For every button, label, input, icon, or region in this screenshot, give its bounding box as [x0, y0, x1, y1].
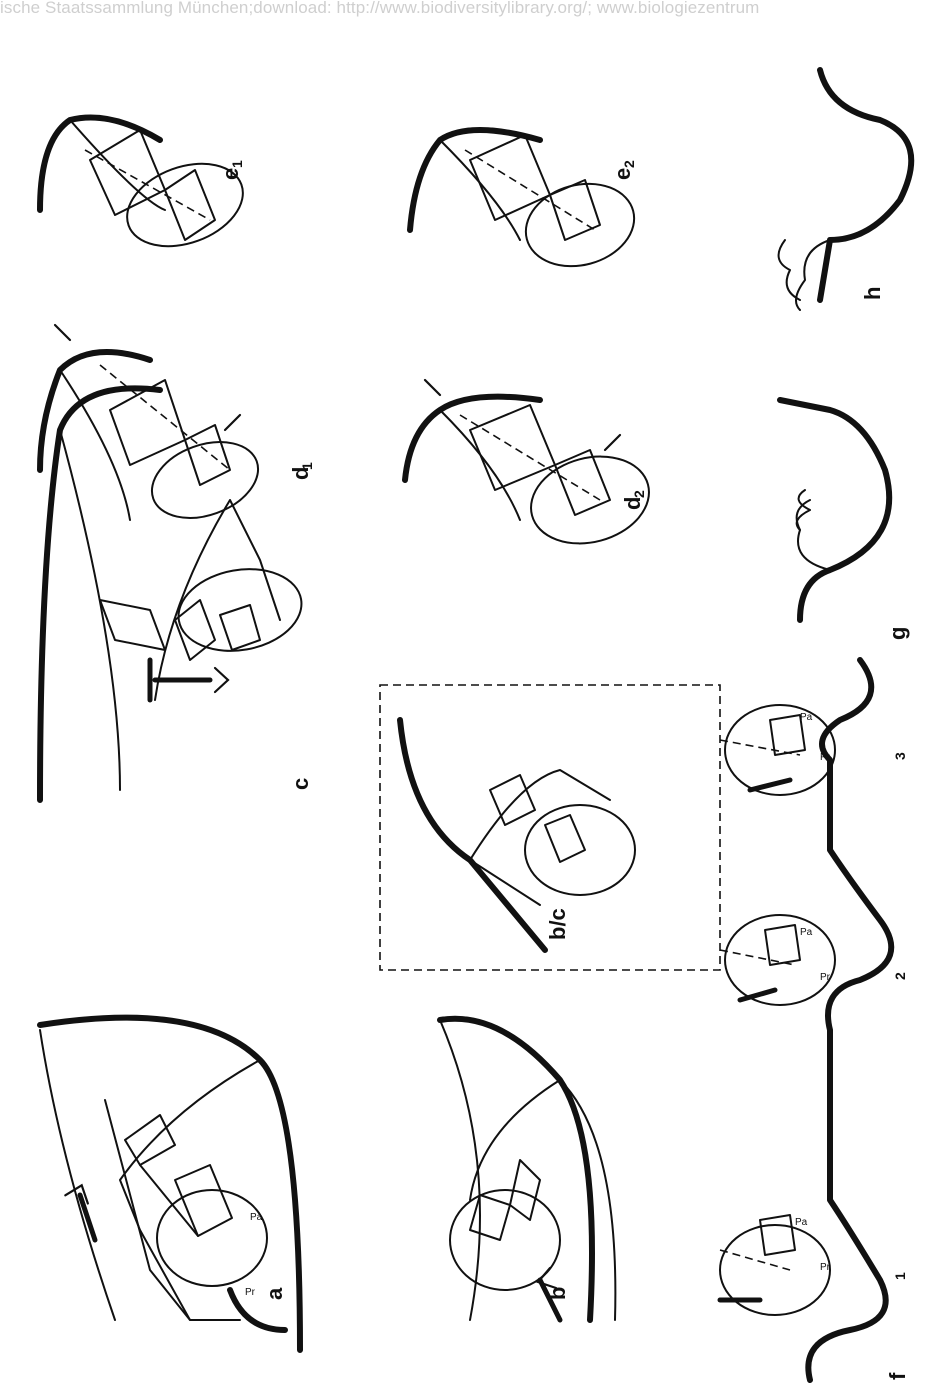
figure-e1: e 1	[40, 118, 254, 262]
label-g: g	[885, 627, 910, 640]
label-bc: b/c	[545, 908, 570, 940]
label-h: h	[860, 287, 885, 300]
label-e2-sub: 2	[621, 160, 637, 168]
label-f-3: 3	[892, 752, 908, 760]
figure-f: Pr Pa Pr Pa Pr Pa 1 2 3 f	[720, 660, 910, 1380]
label-f: f	[885, 1372, 910, 1380]
figure-c: c	[40, 388, 313, 800]
pr-label-a: Pr	[245, 1287, 256, 1298]
label-f-2: 2	[892, 972, 908, 980]
label-e1-sub: 1	[229, 160, 245, 168]
figure-b: b	[440, 1019, 615, 1320]
label-a: a	[262, 1287, 287, 1300]
pr-label-f2: Pr	[820, 972, 831, 983]
label-e1: e	[218, 168, 243, 180]
label-f-1: 1	[892, 1272, 908, 1280]
label-b: b	[545, 1287, 570, 1300]
pa-label-f3: Pa	[800, 712, 813, 723]
pa-label-f1: Pa	[795, 1217, 808, 1228]
pa-label-f2: Pa	[800, 927, 813, 938]
label-d1-sub: 1	[299, 462, 315, 470]
figure-a: Pr Pa a	[40, 1018, 300, 1350]
figure-d2: d 2	[405, 380, 659, 556]
label-c: c	[288, 778, 313, 790]
label-e2: e	[610, 168, 635, 180]
figure-h: h	[779, 70, 912, 310]
figure-e2: e 2	[410, 130, 643, 278]
pr-label-f3: Pr	[820, 752, 831, 763]
figure-g: g	[780, 400, 910, 640]
figure-bc: b/c	[380, 685, 720, 970]
figure-d1: d 1	[40, 325, 315, 532]
pr-label-f1: Pr	[820, 1262, 831, 1273]
pa-label-a: Pa	[250, 1212, 263, 1223]
label-d2-sub: 2	[631, 490, 647, 498]
